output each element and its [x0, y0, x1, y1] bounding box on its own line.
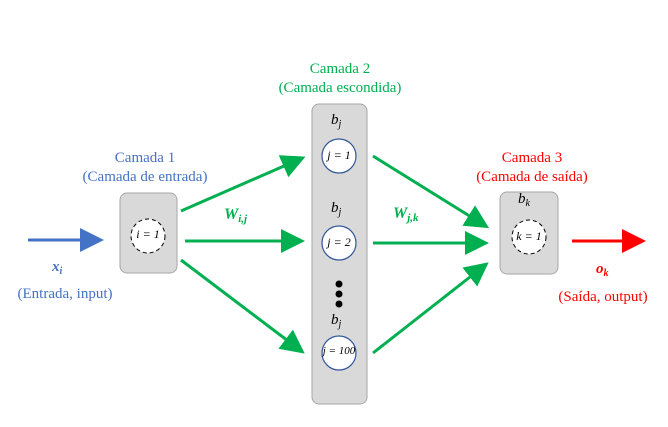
- input-symbol: xi: [52, 259, 63, 277]
- hidden-node-2: [321, 225, 357, 261]
- edge-j100-k: [372, 262, 489, 355]
- input-node: [130, 218, 166, 254]
- input-node-label: i = 1: [136, 227, 160, 241]
- layer1-subtitle: (Camada de entrada): [82, 169, 208, 185]
- output-node: [511, 219, 547, 255]
- ellipsis-dot: [335, 300, 343, 308]
- weight-jk-label: Wj,k: [393, 205, 419, 224]
- hidden-node-2-label: j = 2: [327, 235, 351, 249]
- hidden-node-1-label: j = 1: [327, 148, 351, 162]
- layer3-title: Camada 3: [501, 150, 563, 166]
- output-node-label: k = 1: [516, 229, 542, 243]
- output-symbol: ok: [596, 261, 609, 279]
- edge-j1-k: [372, 154, 490, 229]
- ellipsis-dot: [335, 280, 343, 288]
- input-caption: (Entrada, input): [17, 286, 113, 302]
- weight-ij-label: Wi,j: [224, 206, 248, 225]
- hidden-node-100-label: j = 100: [322, 345, 356, 357]
- hidden-bias-1: bj: [331, 112, 342, 130]
- ellipsis-dot: [335, 290, 343, 298]
- output-bias: bk: [518, 191, 530, 209]
- hidden-node-100: [321, 335, 357, 371]
- layer2-title: Camada 2: [309, 61, 371, 77]
- layer1-title: Camada 1: [114, 150, 176, 166]
- hidden-bias-100: bj: [331, 312, 342, 330]
- hidden-node-1: [321, 138, 357, 174]
- layer2-subtitle: (Camada escondida): [278, 80, 402, 96]
- output-caption: (Saída, output): [558, 289, 648, 305]
- layer3-subtitle: (Camada de saída): [476, 169, 588, 185]
- hidden-bias-2: bj: [331, 200, 342, 218]
- edge-i-j1: [180, 155, 306, 213]
- edge-i-j100: [180, 258, 305, 354]
